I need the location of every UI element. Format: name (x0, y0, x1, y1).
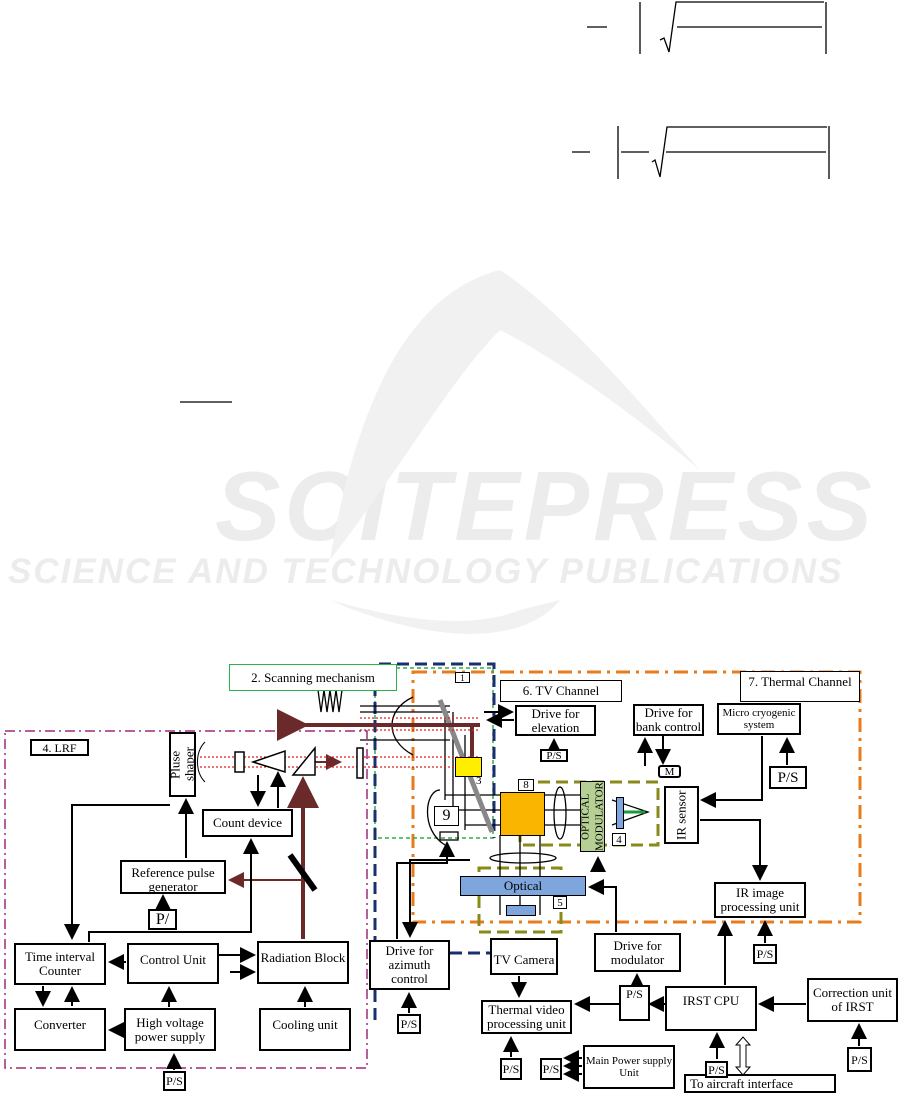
micro-cryogenic-system: Micro cryogenic system (717, 703, 801, 735)
cooling-unit: Cooling unit (259, 1008, 351, 1051)
watermark-tagline: SCIENCE AND TECHNOLOGY PUBLICATIONS (8, 552, 844, 591)
tv-sensor-plate (506, 905, 536, 916)
reference-pulse-generator: Reference pulse generator (120, 860, 226, 894)
drive-azimuth-control: Drive for azimuth control (369, 940, 450, 990)
ps-azimuth: P/S (397, 1014, 421, 1034)
converter: Converter (14, 1008, 106, 1051)
count-device: Count device (202, 809, 293, 837)
control-unit: Control Unit (127, 943, 219, 984)
tv-camera: TV Camera (490, 938, 558, 975)
drive-bank-control: Drive for bank control (633, 704, 704, 736)
lrf-label: 4. LRF (30, 739, 89, 756)
time-interval-counter: Time interval Counter (14, 943, 106, 985)
beam-splitter-8 (500, 792, 545, 836)
ps-main: P/S (540, 1058, 562, 1080)
ps-ir-image: P/S (753, 944, 777, 964)
label-4: 4 (612, 833, 626, 846)
thermal-video-processing-unit: Thermal video processing unit (481, 1000, 572, 1034)
ps-cpu: P/S (619, 985, 650, 1021)
drive-elevation: Drive for elevation (515, 705, 596, 736)
ps-partial: P/ (148, 909, 177, 930)
main-power-supply-unit: Main Power supply Unit (583, 1045, 675, 1089)
tv-channel-label: 6. TV Channel (500, 680, 622, 702)
ps-interface: P/S (705, 1061, 728, 1078)
drive-modulator: Drive for modulator (594, 933, 681, 972)
label-5: 5 (553, 896, 567, 909)
correction-unit-irst: Correction unit of IRST (807, 978, 898, 1022)
motor: M (658, 765, 681, 778)
watermark-brand: SCITEPRESS (215, 451, 876, 561)
ps-correction: P/S (847, 1047, 872, 1072)
irst-cpu: IRST CPU (665, 986, 757, 1031)
optical-modulator: OPTICAL MODULATOR (580, 781, 605, 852)
label-3: 3 (476, 775, 482, 787)
label-8: 8 (518, 779, 534, 791)
label-9: 9 (434, 806, 459, 826)
ps-cryogenic: P/S (769, 766, 807, 789)
optical-block: Optical (460, 876, 586, 896)
high-voltage-power-supply: High voltage power supply (124, 1008, 216, 1051)
ir-filter (616, 797, 624, 829)
thermal-channel-label: 7. Thermal Channel (740, 671, 860, 702)
radiation-block: Radiation Block (257, 941, 349, 984)
pulse-shaper: Pluse shaper (169, 732, 196, 797)
beam-splitter-3 (455, 757, 482, 777)
ir-sensor: IR sensor (664, 786, 699, 844)
ps-thermal-video: P/S (500, 1058, 522, 1080)
label-1: 1 (455, 672, 470, 683)
ps-elevation: P/S (540, 749, 568, 762)
ps-hv: P/S (163, 1071, 186, 1091)
formula-fragments (180, 1, 830, 403)
ir-image-processing-unit: IR image processing unit (714, 882, 806, 918)
scanning-mechanism-label: 2. Scanning mechanism (229, 664, 397, 691)
watermark-logo (330, 270, 700, 560)
